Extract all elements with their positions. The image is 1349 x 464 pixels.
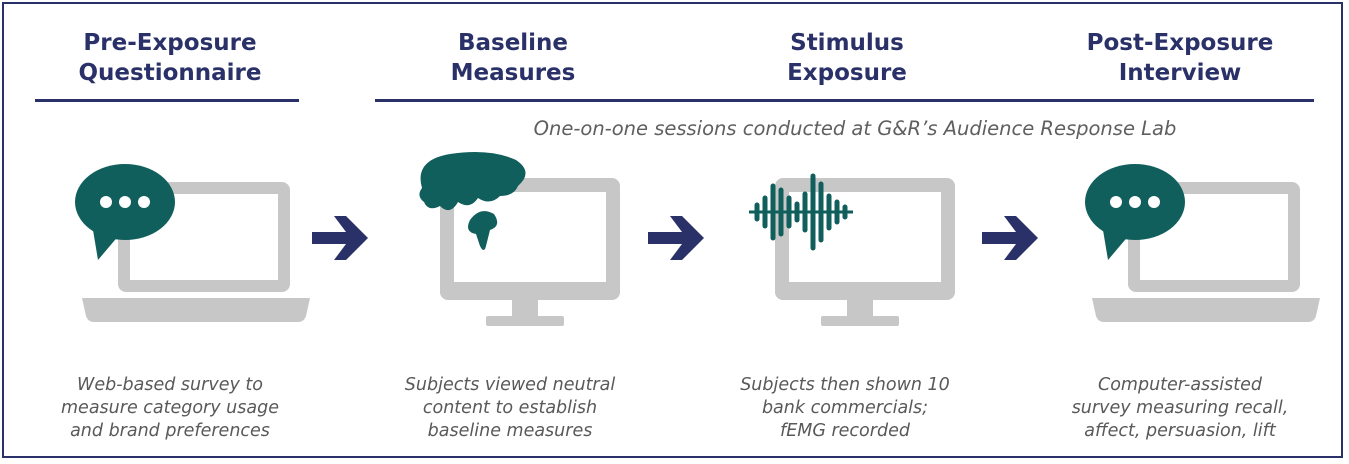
sessions-subtitle: One-on-one sessions conducted at G&R’s A… [533, 117, 1177, 140]
monitor-waveform-icon [749, 173, 955, 326]
monitor-brain-icon [419, 152, 620, 326]
steps-2-4-rule [375, 99, 1314, 102]
arrow-right-icon [982, 216, 1038, 260]
step-1-rule [35, 99, 299, 102]
arrow-right-icon [312, 216, 368, 260]
laptop-chat-icon [75, 164, 310, 322]
arrow-right-icon [648, 216, 704, 260]
laptop-chat-icon [1085, 164, 1320, 322]
